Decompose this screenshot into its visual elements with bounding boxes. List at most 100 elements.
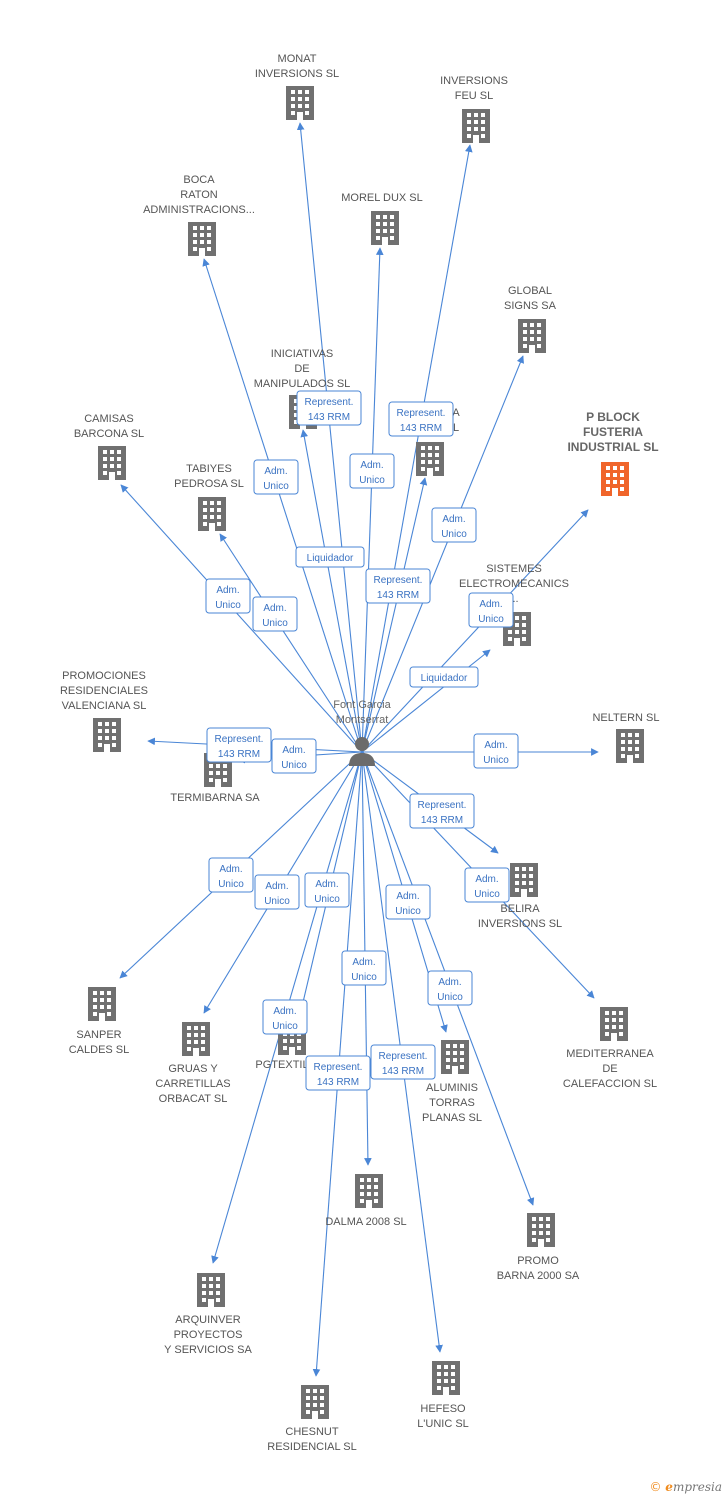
company-label-line: FEU SL bbox=[455, 90, 494, 102]
company-label-line: A bbox=[452, 407, 460, 419]
company-label-line: ARQUINVER bbox=[175, 1314, 240, 1326]
role-badge[interactable]: Liquidador bbox=[409, 666, 479, 688]
role-badge[interactable]: Represent. 143 RRM bbox=[388, 401, 454, 437]
company-node-morel-dux[interactable]: MOREL DUX SL bbox=[341, 192, 423, 245]
company-label-line: MONAT bbox=[278, 53, 317, 65]
role-badge-label: Adm.Unico bbox=[262, 603, 288, 629]
role-badge-box bbox=[271, 738, 317, 774]
role-badge[interactable]: Adm.Unico bbox=[349, 453, 395, 489]
building-icon bbox=[510, 863, 538, 897]
role-badge[interactable]: Represent.143 RRM bbox=[206, 727, 272, 763]
role-badge-line: 143 RRM bbox=[400, 423, 442, 434]
role-badge-line: Represent. bbox=[397, 408, 446, 419]
role-badge[interactable]: Adm.Unico bbox=[304, 872, 350, 908]
role-badge[interactable]: Adm.Unico bbox=[262, 999, 308, 1035]
edge-tabiyes bbox=[219, 533, 363, 753]
company-node-neltern[interactable]: NELTERN SL bbox=[592, 712, 660, 763]
role-badge[interactable]: Adm.Unico bbox=[205, 578, 251, 614]
role-badge-box bbox=[409, 793, 475, 829]
edge-global-signs bbox=[361, 355, 524, 753]
empresia-logo[interactable]: © empresia bbox=[649, 1480, 722, 1494]
role-badge[interactable]: Adm.Unico bbox=[341, 950, 387, 986]
role-badge-line: Unico bbox=[483, 755, 509, 766]
role-badge[interactable]: Represent.143 RRM bbox=[365, 568, 431, 604]
building-icon bbox=[197, 1273, 225, 1307]
role-badge[interactable]: Adm.Unico bbox=[427, 970, 473, 1006]
role-badge-box bbox=[305, 1055, 371, 1091]
company-label-line: PGTEXTIL bbox=[255, 1059, 308, 1071]
role-badge[interactable]: Adm.Unico bbox=[385, 884, 431, 920]
role-badge-label: Represent.143 RRM bbox=[379, 1051, 428, 1077]
role-badge[interactable]: Adm.Unico bbox=[254, 874, 300, 910]
company-node-termibarna[interactable]: TERMIBARNA SA bbox=[170, 753, 260, 804]
brand-name: mpresia bbox=[672, 1480, 722, 1494]
role-badge[interactable]: Adm.Unico bbox=[473, 733, 519, 769]
role-badge-label: Liquidador bbox=[421, 673, 468, 684]
role-badge-box bbox=[427, 970, 473, 1006]
company-label-line: PROMOCIONES bbox=[62, 670, 146, 682]
role-badge-line: Represent. bbox=[418, 800, 467, 811]
company-label-line: CALDES SL bbox=[69, 1044, 130, 1056]
role-badge-box bbox=[205, 578, 251, 614]
company-node-dalma[interactable]: DALMA 2008 SL bbox=[325, 1174, 407, 1228]
company-label-line: RESIDENCIAL SL bbox=[267, 1441, 356, 1453]
role-badge-line: Adm. bbox=[219, 864, 242, 875]
role-badge-box bbox=[253, 459, 299, 495]
role-badge[interactable]: Represent.143 RRM bbox=[305, 1055, 371, 1091]
company-label-line: MOREL DUX SL bbox=[341, 192, 423, 204]
company-label-line: BOCA bbox=[183, 174, 215, 186]
company-label-line: MANIPULADOS SL bbox=[254, 378, 351, 390]
role-badge-line: Unico bbox=[263, 481, 289, 492]
role-badge-box bbox=[262, 999, 308, 1035]
role-badge-line: Adm. bbox=[273, 1006, 296, 1017]
company-label-line: INICIATIVAS bbox=[271, 348, 334, 360]
role-badge-box bbox=[473, 733, 519, 769]
person-icon bbox=[349, 737, 375, 766]
role-badge-box bbox=[388, 401, 454, 437]
company-label-line: VALENCIANA SL bbox=[62, 700, 147, 712]
role-badge[interactable]: Represent.143 RRM bbox=[409, 793, 475, 829]
edge-camisas bbox=[120, 484, 363, 753]
role-badge-line: Unico bbox=[281, 760, 307, 771]
role-badge[interactable]: Adm.Unico bbox=[208, 857, 254, 893]
role-badge[interactable]: Adm.Unico bbox=[464, 867, 510, 903]
company-node-pgtextil[interactable]: PGTEXTIL bbox=[255, 1021, 309, 1071]
role-badge[interactable]: Represent.143 RRM bbox=[370, 1044, 436, 1080]
role-badge[interactable]: Adm.Unico bbox=[252, 596, 298, 632]
role-badge[interactable]: Adm.Unico bbox=[468, 592, 514, 628]
role-badge[interactable]: Adm.Unico bbox=[431, 507, 477, 543]
company-label-line: PEDROSA SL bbox=[174, 478, 244, 490]
edge-morel-dux bbox=[361, 247, 384, 753]
role-badge[interactable]: Represent.143 RRM bbox=[296, 390, 362, 426]
role-badge-line: 143 RRM bbox=[218, 749, 260, 760]
role-badge[interactable]: Adm.Unico bbox=[271, 738, 317, 774]
role-badge[interactable]: Liquidador bbox=[295, 546, 365, 568]
role-badge-label: Adm.Unico bbox=[395, 891, 421, 917]
role-badge[interactable]: Adm.Unico bbox=[253, 459, 299, 495]
